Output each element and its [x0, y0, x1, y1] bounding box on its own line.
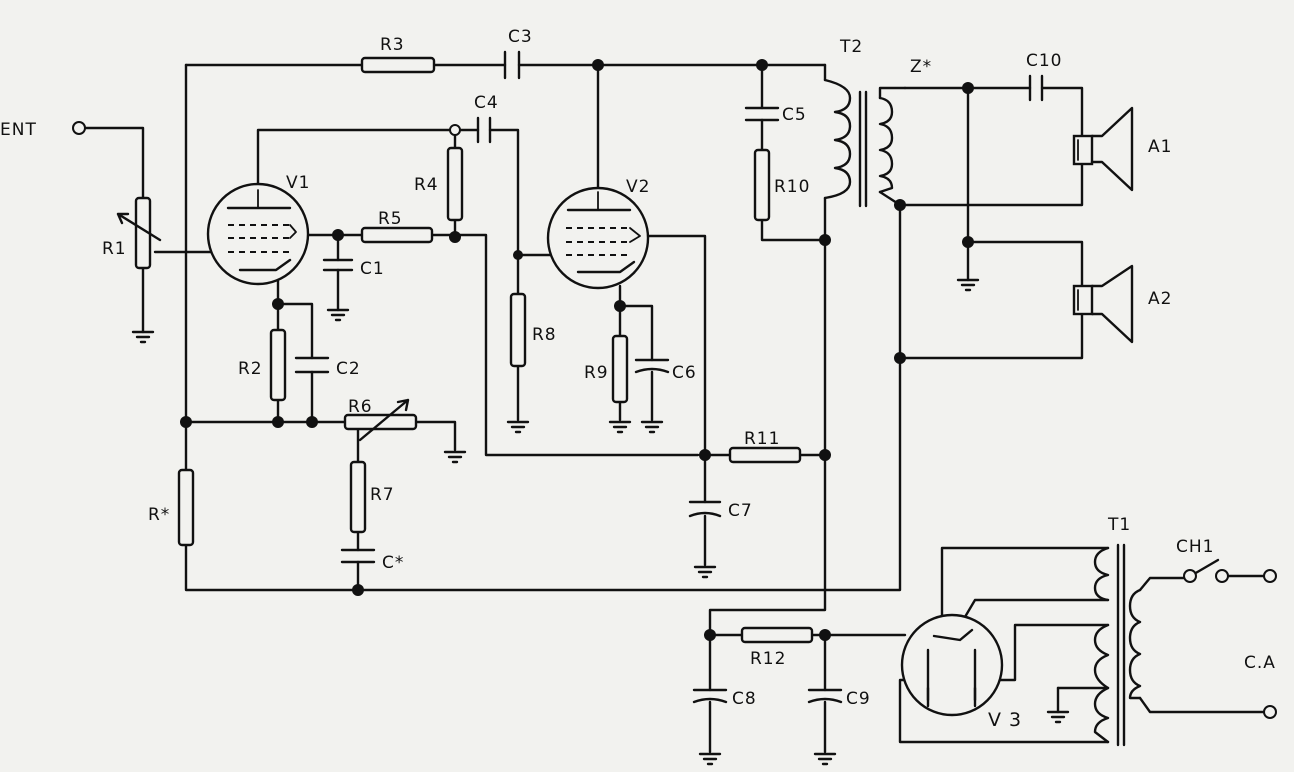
capacitor-c3 [503, 50, 521, 80]
transformer-t2 [823, 78, 894, 208]
resistor-r8 [509, 292, 527, 368]
ground-symbol [1046, 710, 1070, 724]
resistor-r5 [360, 226, 434, 244]
capacitor-cstar [340, 548, 376, 564]
speaker-a1 [1072, 106, 1134, 192]
label-r9: R9 [584, 363, 609, 383]
capacitor-c6-plate [634, 367, 670, 374]
capacitor-c9-plate [807, 697, 843, 704]
junctions [72, 59, 1277, 719]
ground-symbol [608, 420, 632, 434]
label-r5: R5 [378, 209, 403, 229]
ground-symbol [956, 278, 980, 292]
wires [84, 63, 1268, 754]
capacitors [294, 50, 1044, 704]
input-terminal-ent [72, 121, 86, 135]
resistor-r7 [349, 460, 367, 534]
grounds [131, 278, 1070, 766]
label-ca: C.A [1244, 653, 1276, 673]
label-c7: C7 [728, 501, 753, 521]
label-r2: R2 [238, 359, 263, 379]
label-r4: R4 [414, 175, 439, 195]
resistor-r2 [269, 328, 287, 402]
labels: ENT R1 R3 C3 C4 V1 R4 R5 C1 R2 C2 R6 R7 … [0, 27, 1276, 731]
resistor-rstar [177, 468, 195, 547]
capacitor-c7-plate [688, 511, 722, 518]
switch-terminal [1183, 569, 1197, 583]
label-r1: R1 [102, 239, 127, 259]
label-cstar: C* [382, 553, 404, 573]
ground-symbol [813, 752, 837, 766]
ground-symbol [326, 308, 350, 322]
label-ch1: CH1 [1176, 537, 1214, 557]
label-c10: C10 [1026, 51, 1063, 71]
ground-symbol [131, 330, 155, 344]
resistor-r3 [360, 56, 436, 74]
transformer-t1 [1093, 543, 1142, 747]
label-a1: A1 [1148, 137, 1172, 157]
speaker-a2 [1072, 264, 1134, 344]
resistor-r9 [611, 334, 629, 404]
label-r12: R12 [750, 649, 786, 669]
label-r6: R6 [348, 397, 373, 417]
switch-ch1 [1192, 558, 1220, 576]
ground-symbol [640, 420, 664, 434]
label-r10: R10 [774, 177, 810, 197]
label-rstar: R* [148, 505, 170, 525]
capacitor-c10 [1028, 74, 1044, 102]
tube-v3 [900, 613, 1004, 717]
resistor-r10 [753, 148, 771, 222]
label-c1: C1 [360, 259, 385, 279]
resistors [116, 56, 814, 644]
label-r7: R7 [370, 485, 395, 505]
label-ent: ENT [0, 120, 37, 140]
ground-symbol [693, 565, 717, 579]
label-r8: R8 [532, 325, 557, 345]
label-v2: V2 [626, 177, 650, 197]
r1-adjust-arrow [116, 212, 162, 242]
label-v1: V1 [286, 173, 310, 193]
label-c9: C9 [846, 689, 871, 709]
resistor-r12 [740, 626, 814, 644]
capacitor-c5 [744, 106, 780, 122]
label-a2: A2 [1148, 289, 1172, 309]
r6-adjust-arrow [358, 398, 410, 442]
capacitor-c4 [476, 116, 492, 144]
label-c2: C2 [336, 359, 361, 379]
mains-terminal-bottom [1263, 705, 1277, 719]
tube-v2 [546, 186, 650, 290]
label-t2: T2 [839, 37, 863, 57]
tube-v1 [206, 182, 310, 286]
capacitor-c8-plate [692, 697, 728, 704]
ground-symbol [698, 752, 722, 766]
capacitor-c1 [322, 258, 354, 272]
switch-terminal [1215, 569, 1229, 583]
label-c4: C4 [474, 93, 499, 113]
ground-symbol [506, 420, 530, 434]
resistor-r11 [728, 446, 802, 464]
label-v3: V 3 [988, 709, 1022, 731]
label-c3: C3 [508, 27, 533, 47]
label-r3: R3 [380, 35, 405, 55]
label-c8: C8 [732, 689, 757, 709]
label-t1: T1 [1107, 515, 1131, 535]
label-zstar: Z* [910, 57, 932, 77]
label-c6: C6 [672, 363, 697, 383]
ground-symbol [443, 450, 467, 464]
resistor-r4 [446, 146, 464, 222]
label-c5: C5 [782, 105, 807, 125]
label-r11: R11 [744, 429, 780, 449]
mains-terminal-top [1263, 569, 1277, 583]
